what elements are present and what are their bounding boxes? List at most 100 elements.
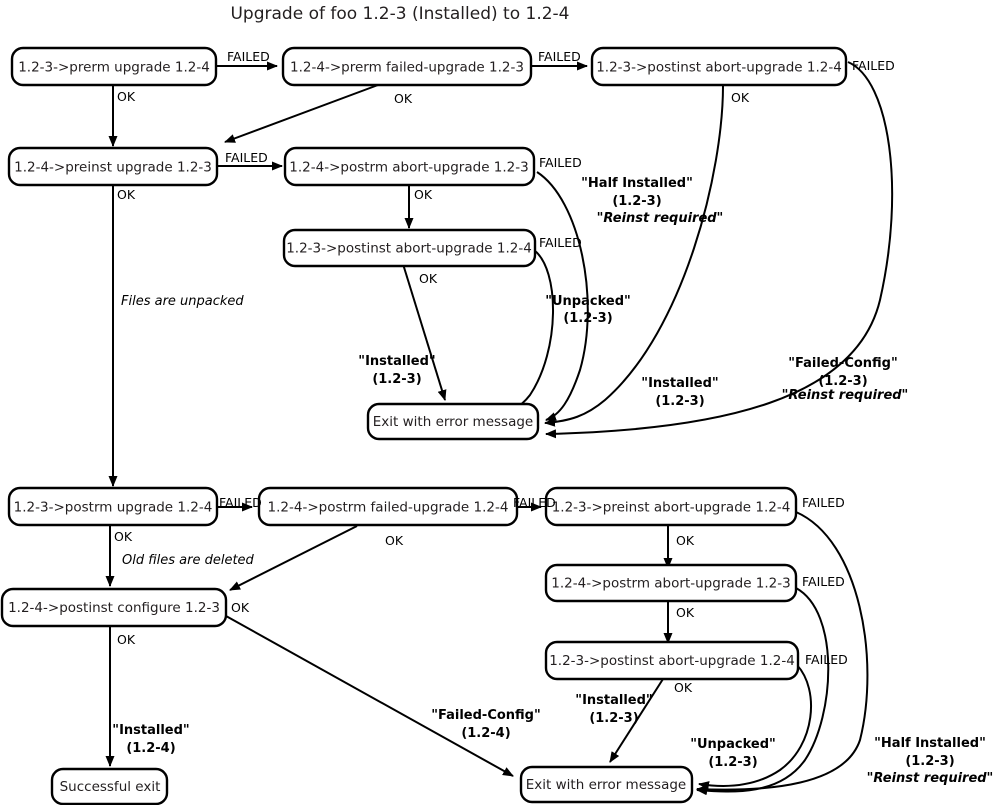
- svg-text:"Installed": "Installed": [112, 723, 189, 738]
- edge-label-e10: OK: [414, 187, 433, 202]
- state-label-half-installed-bottom: "Half Installed" (1.2-3) "Reinst require…: [867, 736, 994, 786]
- node-n15-exit[interactable]: Exit with error message: [519, 765, 694, 804]
- node-n12[interactable]: 1.2-3->postinst abort-upgrade 1.2-4: [544, 640, 800, 681]
- edge-n3-failed-exit: [545, 61, 894, 439]
- node-n9-label: 1.2-4->postrm failed-upgrade 1.2-4: [268, 500, 509, 516]
- svg-text:(1.2-3): (1.2-3): [372, 372, 421, 387]
- edge-n9-n13: [229, 525, 358, 591]
- node-n15-label: Exit with error message: [526, 777, 686, 793]
- svg-text:(1.2-3): (1.2-3): [905, 754, 954, 769]
- node-n7-label: Exit with error message: [373, 414, 533, 430]
- node-n8-label: 1.2-3->postrm upgrade 1.2-4: [14, 500, 213, 516]
- state-label-failed-config-bottom: "Failed-Config" (1.2-4): [431, 708, 541, 741]
- edge-label-e16: OK: [385, 533, 404, 548]
- node-n13[interactable]: 1.2-4->postinst configure 1.2-3: [0, 587, 228, 628]
- state-label-half-installed-top: "Half Installed" (1.2-3) "Reinst require…: [581, 176, 723, 226]
- svg-text:(1.2-3): (1.2-3): [612, 194, 661, 209]
- node-n2[interactable]: 1.2-4->prerm failed-upgrade 1.2-3: [281, 46, 533, 87]
- edge-label-e3: FAILED: [538, 49, 581, 64]
- svg-text:"Reinst required": "Reinst required": [597, 211, 724, 226]
- svg-text:"Unpacked": "Unpacked": [545, 294, 631, 309]
- state-label-installed-bottom-mid: "Installed" (1.2-3): [575, 693, 652, 726]
- edge-n3-ok-exit: [544, 85, 724, 427]
- svg-text:"Half Installed": "Half Installed": [874, 736, 986, 751]
- edge-label-e17: FAILED: [802, 495, 845, 510]
- svg-text:"Unpacked": "Unpacked": [690, 737, 776, 752]
- edge-label-e8: OK: [117, 187, 136, 202]
- node-n14-label: Successful exit: [60, 779, 161, 795]
- svg-text:"Installed": "Installed": [358, 354, 435, 369]
- node-n14-success[interactable]: Successful exit: [50, 767, 169, 805]
- state-label-installed-bottom: "Installed" (1.2-4): [112, 723, 189, 756]
- node-n3-label: 1.2-3->postinst abort-upgrade 1.2-4: [596, 60, 842, 76]
- state-label-failed-config-top: "Failed-Config" (1.2-3) "Reinst required…: [782, 356, 909, 403]
- edge-label-e7: FAILED: [225, 150, 268, 165]
- edge-label-e24: OK: [117, 632, 136, 647]
- edge-label-e23: OK: [231, 600, 250, 615]
- node-n5[interactable]: 1.2-4->postrm abort-upgrade 1.2-3: [283, 146, 536, 187]
- node-n3[interactable]: 1.2-3->postinst abort-upgrade 1.2-4: [590, 46, 848, 87]
- svg-text:"Installed": "Installed": [575, 693, 652, 708]
- edge-label-e11: FAILED: [539, 235, 582, 250]
- edge-label-e22: OK: [674, 680, 693, 695]
- svg-text:(1.2-3): (1.2-3): [589, 711, 638, 726]
- edge-label-e4: OK: [394, 91, 413, 106]
- edge-n12-ok-exit: [609, 678, 664, 763]
- node-n10-label: 1.2-3->preinst abort-upgrade 1.2-4: [552, 500, 791, 516]
- state-label-unpacked-bottom: "Unpacked" (1.2-3): [690, 737, 776, 770]
- state-label-unpacked-top: "Unpacked" (1.2-3): [545, 294, 631, 326]
- svg-text:(1.2-4): (1.2-4): [126, 741, 175, 756]
- state-label-installed-left-top: "Installed" (1.2-3): [358, 354, 435, 387]
- edge-label-e5: FAILED: [852, 58, 895, 73]
- node-n6[interactable]: 1.2-3->postinst abort-upgrade 1.2-4: [282, 228, 537, 268]
- node-n11[interactable]: 1.2-4->postrm abort-upgrade 1.2-3: [544, 563, 798, 603]
- edge-label-e18: OK: [676, 533, 695, 548]
- edge-n10-failed-exit: [696, 511, 869, 794]
- node-n12-label: 1.2-3->postinst abort-upgrade 1.2-4: [549, 653, 795, 669]
- svg-text:"Half Installed": "Half Installed": [581, 176, 693, 191]
- edge-label-e15: FAILED: [513, 495, 556, 510]
- edge-label-e20: OK: [676, 605, 695, 620]
- edge-n2-n4: [224, 84, 379, 143]
- page-title: Upgrade of foo 1.2-3 (Installed) to 1.2-…: [230, 4, 569, 24]
- note-old-files-deleted: Old files are deleted: [122, 553, 255, 568]
- node-n7-exit[interactable]: Exit with error message: [366, 402, 540, 441]
- edge-n5-failed-exit: [536, 171, 589, 421]
- edge-label-e12: OK: [419, 271, 438, 286]
- edge-label-e19: FAILED: [802, 574, 845, 589]
- svg-text:"Installed": "Installed": [641, 376, 718, 391]
- node-n4[interactable]: 1.2-4->preinst upgrade 1.2-3: [7, 146, 219, 187]
- node-n4-label: 1.2-4->preinst upgrade 1.2-3: [14, 160, 212, 176]
- node-n2-label: 1.2-4->prerm failed-upgrade 1.2-3: [290, 60, 524, 76]
- state-label-installed-mid-top: "Installed" (1.2-3): [641, 376, 718, 409]
- node-n11-label: 1.2-4->postrm abort-upgrade 1.2-3: [551, 576, 790, 592]
- edge-n11-failed-exit: [696, 587, 830, 796]
- svg-text:"Reinst required": "Reinst required": [782, 388, 909, 403]
- edge-n6-ok-exit: [402, 263, 447, 401]
- svg-text:"Reinst required": "Reinst required": [867, 771, 994, 786]
- node-n5-label: 1.2-4->postrm abort-upgrade 1.2-3: [289, 160, 528, 176]
- node-n1[interactable]: 1.2-3->prerm upgrade 1.2-4: [10, 46, 218, 87]
- edge-label-e6: OK: [731, 90, 750, 105]
- node-n1-label: 1.2-3->prerm upgrade 1.2-4: [18, 60, 210, 76]
- svg-text:(1.2-3): (1.2-3): [818, 374, 867, 389]
- node-n6-label: 1.2-3->postinst abort-upgrade 1.2-4: [286, 241, 532, 257]
- svg-text:"Failed-Config": "Failed-Config": [788, 356, 898, 371]
- node-n10[interactable]: 1.2-3->preinst abort-upgrade 1.2-4: [544, 486, 798, 527]
- edge-n13-failed-exit: [225, 615, 514, 777]
- node-n13-label: 1.2-4->postinst configure 1.2-3: [8, 600, 220, 616]
- svg-text:"Failed-Config": "Failed-Config": [431, 708, 541, 723]
- note-files-unpacked: Files are unpacked: [121, 294, 244, 309]
- node-n8[interactable]: 1.2-3->postrm upgrade 1.2-4: [7, 486, 219, 527]
- edge-n12-failed-exit: [698, 664, 813, 790]
- svg-text:(1.2-3): (1.2-3): [563, 311, 612, 326]
- edge-n6-failed-exit: [491, 249, 554, 420]
- edge-label-e2: OK: [117, 89, 136, 104]
- edge-label-e9: FAILED: [539, 155, 582, 170]
- node-n9[interactable]: 1.2-4->postrm failed-upgrade 1.2-4: [257, 486, 519, 527]
- svg-text:(1.2-4): (1.2-4): [461, 726, 510, 741]
- edge-label-e21: FAILED: [805, 652, 848, 667]
- svg-text:(1.2-3): (1.2-3): [655, 394, 704, 409]
- edge-label-e13: FAILED: [219, 495, 262, 510]
